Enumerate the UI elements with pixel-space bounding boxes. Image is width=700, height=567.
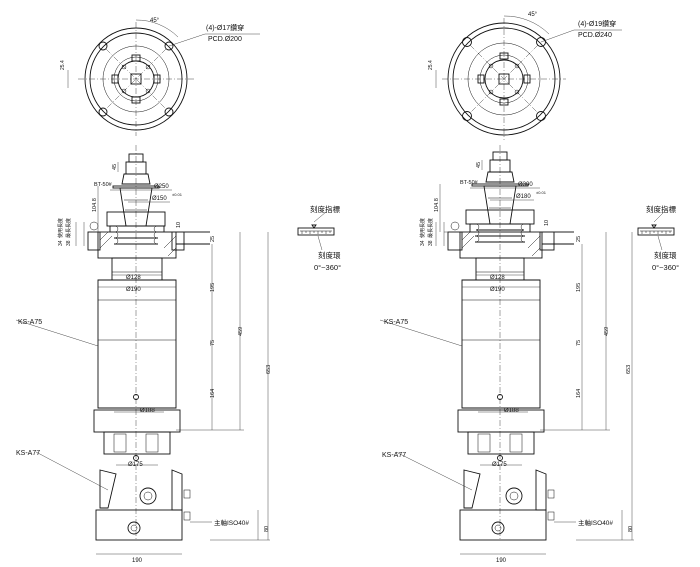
- dim-diameter-top-2: Ø300: [518, 182, 533, 188]
- dim-diameter-mid-2: Ø180: [516, 194, 531, 200]
- dim-75-2: 75: [576, 340, 582, 346]
- dim-diameter-top: Ø250: [154, 184, 169, 190]
- ks-a75-label: KS-A75: [18, 319, 42, 326]
- dim-45: 45: [112, 164, 118, 170]
- scale-indicator-label-2: 刻度指標: [646, 204, 676, 214]
- flange-offset-label: 25.4: [60, 60, 66, 70]
- spindle-label-2: 主軸ISO40#: [578, 518, 613, 527]
- side-38-label-2: 38: [428, 240, 434, 246]
- side-a-label: 使用長度: [57, 218, 64, 238]
- scale-ring-label-2: 刻度環: [654, 250, 677, 260]
- dim-diameter-175: Ø175: [128, 462, 143, 468]
- dim-25: 25: [210, 236, 216, 242]
- scale-indicator-label: 刻度指標: [310, 204, 340, 214]
- dim-diameter-175-2: Ø175: [492, 462, 507, 468]
- flange-pcd-label: PCD.Ø200: [208, 36, 242, 43]
- dim-45-2: 45: [476, 162, 482, 168]
- bt-label-2: BT-50#: [460, 180, 479, 186]
- view-2: 45° (4)-Ø19鑽穿 PCD.Ø240 25.4: [379, 12, 679, 564]
- dim-diameter-mid: Ø150: [152, 196, 167, 202]
- side-34-label-2: 34: [420, 240, 426, 246]
- flange-holes-label-2: (4)-Ø19鑽穿: [578, 19, 616, 28]
- dim-459-2: 459: [604, 327, 610, 336]
- flange-angle-label-2: 45°: [528, 12, 538, 18]
- dim-164-2: 164: [576, 389, 582, 398]
- dim-190-width: 190: [132, 558, 143, 564]
- dim-104-8-2: 104.8: [434, 198, 440, 212]
- dim-diameter-188: Ø188: [140, 408, 155, 414]
- ks-a75-label-2: KS-A75: [384, 319, 408, 326]
- flange-pcd-label-2: PCD.Ø240: [578, 32, 612, 39]
- ks-a77-label: KS-A77: [16, 450, 40, 457]
- dim-80-2: 80: [628, 526, 634, 532]
- dim-10-2: 10: [544, 220, 550, 226]
- dim-10: 10: [176, 222, 182, 228]
- scale-detail-1: 刻度指標 刻度環 0°~360°: [297, 204, 341, 272]
- dim-104-8: 104.8: [92, 198, 98, 212]
- flange-angle-label: 45°: [150, 18, 160, 24]
- scale-range-label-2: 0°~360°: [652, 263, 679, 272]
- dim-459: 459: [238, 327, 244, 336]
- dim-80: 80: [264, 526, 270, 532]
- side-view-1: BT-50# 45 104.8 Ø250 Ø150 ±0.01 10 25 Ø1…: [15, 145, 272, 564]
- dim-diameter-128-2: Ø128: [490, 275, 505, 281]
- dim-164: 164: [210, 389, 216, 398]
- dim-190-width-2: 190: [496, 558, 507, 564]
- scale-detail-2: 刻度指標 刻度環 0°~360°: [637, 204, 679, 272]
- bt-label: BT-50#: [94, 182, 113, 188]
- top-flange-view-2: 45° (4)-Ø19鑽穿 PCD.Ø240 25.4: [428, 12, 622, 140]
- side-a-label-2: 使用長度: [419, 218, 426, 238]
- dim-25-2: 25: [576, 236, 582, 242]
- view-1: 45° (4)-Ø17鑽穿 PCD.Ø200 25.4: [15, 18, 341, 564]
- dim-diameter-190: Ø190: [126, 287, 141, 293]
- top-flange-view-1: 45° (4)-Ø17鑽穿 PCD.Ø200 25.4: [60, 18, 260, 136]
- side-38-label: 38: [66, 240, 72, 246]
- side-b-label-2: 最長長度: [427, 218, 434, 238]
- side-view-2: BT-50# 45 104.8 Ø300 Ø180 ±0.01 10 25 Ø1…: [379, 145, 634, 564]
- dim-diameter-188-2: Ø188: [504, 408, 519, 414]
- dim-653-2: 653: [626, 365, 632, 374]
- flange-holes-label: (4)-Ø17鑽穿: [206, 23, 244, 32]
- side-b-label: 最長長度: [65, 218, 72, 238]
- dim-diameter-128: Ø128: [126, 275, 141, 281]
- side-34-label: 34: [58, 240, 64, 246]
- dim-75: 75: [210, 340, 216, 346]
- flange-offset-label-2: 25.4: [428, 60, 434, 70]
- scale-ring-label: 刻度環: [318, 250, 341, 260]
- ks-a77-label-2: KS-A77: [382, 452, 406, 459]
- dim-tolerance: ±0.01: [172, 192, 183, 197]
- dim-195-2: 195: [576, 283, 582, 292]
- dim-195: 195: [210, 283, 216, 292]
- spindle-label: 主軸ISO40#: [214, 518, 249, 527]
- scale-range-label: 0°~360°: [314, 263, 341, 272]
- dim-653: 653: [266, 365, 272, 374]
- dim-tolerance-2: ±0.01: [536, 190, 547, 195]
- dim-diameter-190-2: Ø190: [490, 287, 505, 293]
